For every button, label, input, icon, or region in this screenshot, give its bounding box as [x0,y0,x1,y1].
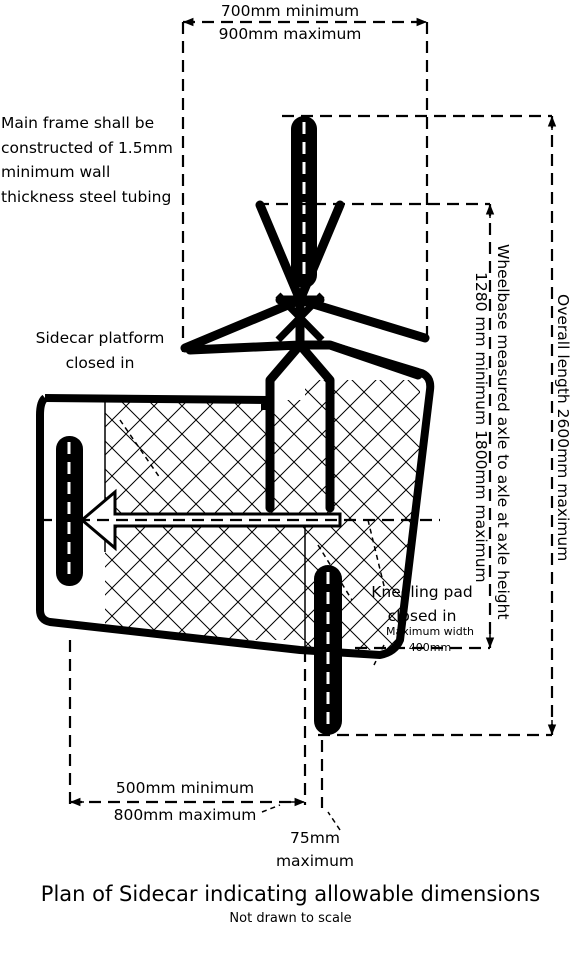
offset-max-label: 800mm maximum [113,806,257,824]
main-frame-cross [275,292,325,343]
erased-area [348,672,496,712]
kneeling-pad-label: Kneeling pad closed in [371,583,473,625]
offset-min-label: 500mm minimum [115,779,255,797]
pad-width-title: Maximum width [385,625,475,638]
width-max-label: 900mm maximum [218,25,362,43]
leader-lines [119,419,386,831]
main-frame-note: Main frame shall be constructed of 1.5mm… [1,114,173,206]
caption-title: Plan of Sidecar indicating allowable dim… [40,882,541,906]
dimension-arrowheads [69,17,557,807]
width-min-label: 700mm minimum [220,2,360,20]
overall-length-label: Overall length 2600mm maximum [554,294,572,562]
gap-label: 75mm maximum [275,829,355,870]
main-frame [180,200,430,513]
rear-wheel [314,565,342,735]
caption-subtitle: Not drawn to scale [229,911,352,926]
wheelbase-label: Wheelbase measured axle to axle at axle … [494,244,512,620]
dimension-lines [40,20,554,808]
wheelbase-range-label: 1280 mm minimum 1800mm maximum [472,272,490,583]
platform-top-edge [44,394,269,410]
platform-label: Sidecar platform closed in [35,329,165,372]
pad-width-value: 400mm [408,641,452,654]
